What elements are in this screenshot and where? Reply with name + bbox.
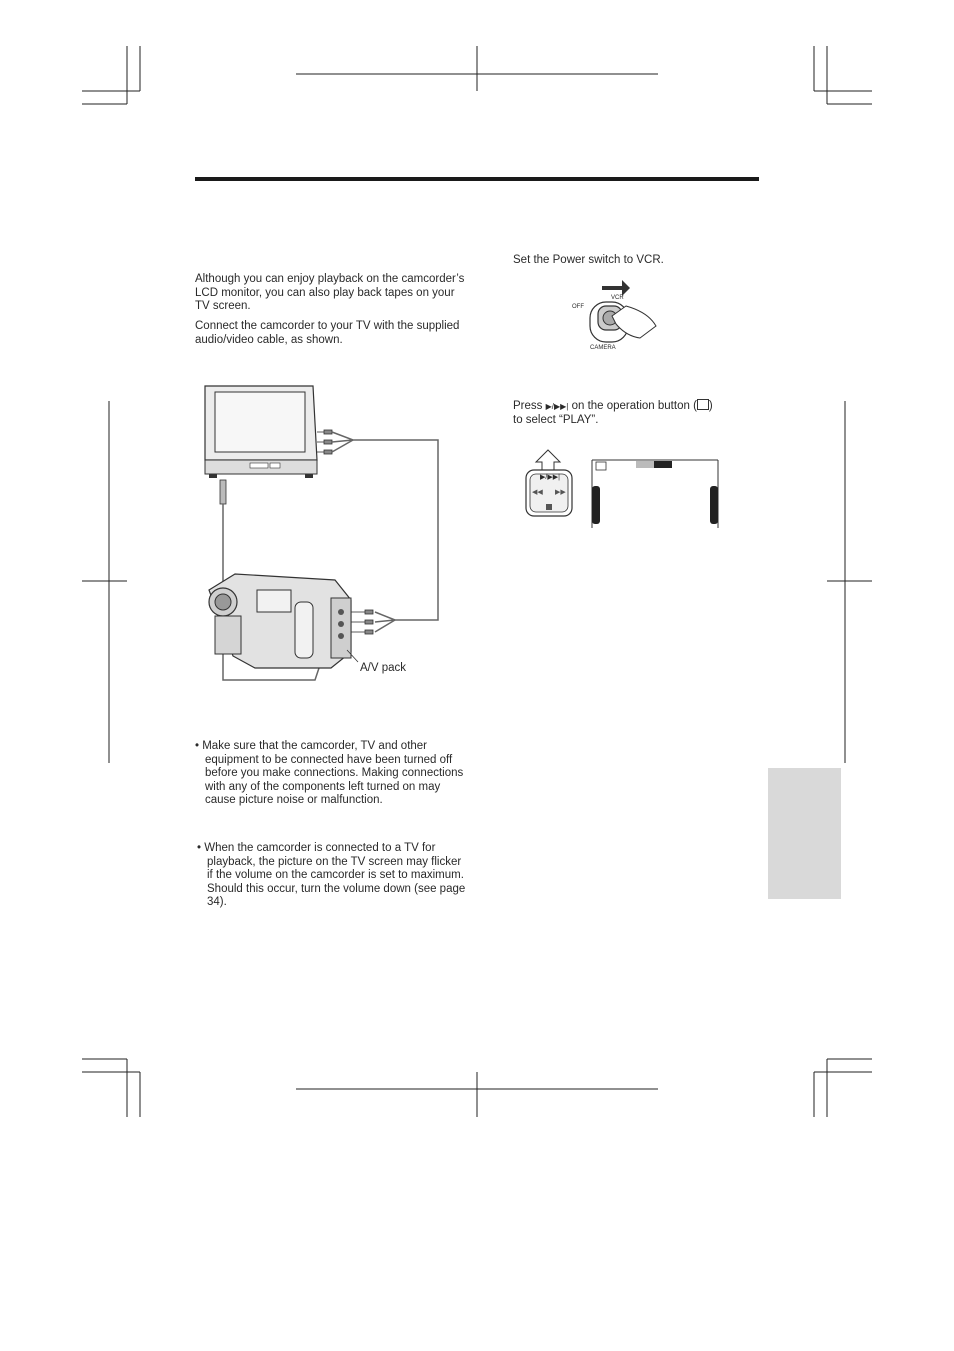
switch-off-label: OFF: [572, 304, 584, 310]
step-2-operation-button: on the operation button (: [571, 400, 697, 412]
step-2-select-play: to select “PLAY”.: [513, 413, 599, 426]
step-2-text: Press ▶/▶▶| on the operation button () t…: [513, 399, 753, 427]
note-2: • When the camcorder is connected to a T…: [197, 842, 466, 909]
connection-diagram: [204, 385, 439, 681]
switch-camera-label: CAMERA: [590, 345, 616, 351]
switch-vcr-label: VCR: [611, 295, 624, 301]
intro-paragraph-2: Connect the camcorder to your TV with th…: [195, 320, 460, 346]
op-rew-symbol: ◀◀: [532, 489, 543, 496]
op-ff-symbol: ▶▶: [555, 489, 566, 496]
av-pack-label: A/V pack: [360, 662, 407, 674]
play-symbol-inline: ▶/▶▶|: [545, 402, 569, 411]
op-play-symbol: ▶/▶▶|: [540, 474, 560, 481]
operation-button-diagram: [525, 449, 573, 517]
tv-illustration: [204, 385, 318, 478]
step-2-paren: ): [708, 400, 713, 412]
note-1: • Make sure that the camcorder, TV and o…: [195, 740, 464, 807]
intro-paragraph-1: Although you can enjoy playback on the c…: [195, 273, 465, 313]
lcd-screen-diagram: [591, 459, 719, 528]
step-1-text: Set the Power switch to VCR.: [513, 254, 664, 266]
camcorder-illustration: [208, 573, 352, 669]
step-2-press: Press: [513, 400, 543, 412]
heading-rule: [195, 177, 759, 181]
operation-button-icon: [696, 399, 709, 410]
side-tab: [768, 768, 841, 899]
power-switch-diagram: [589, 280, 657, 343]
